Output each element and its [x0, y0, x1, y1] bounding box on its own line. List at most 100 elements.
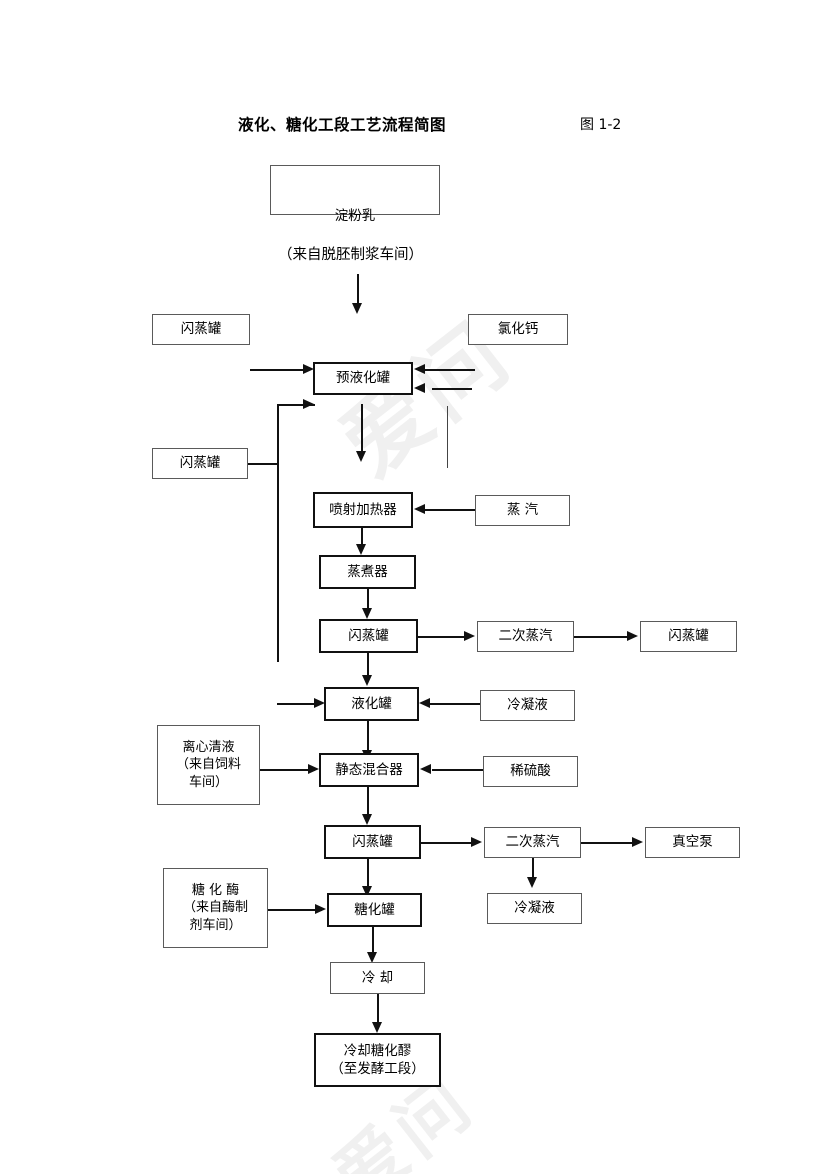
node-cooling[interactable]: 冷 却 [330, 962, 425, 994]
node-flash-tank-1-label: 闪蒸罐 [180, 321, 222, 338]
connector-arrowhead [527, 877, 537, 888]
connector-arrowhead [471, 837, 482, 847]
source-note: （来自脱胚制浆车间） [278, 247, 423, 263]
connector-arrowhead [356, 544, 366, 555]
connector-line [432, 388, 472, 390]
connector-line [574, 636, 629, 638]
node-flash-tank-4[interactable]: 闪蒸罐 [640, 621, 737, 652]
node-jet-heater-label: 喷射加热器 [329, 501, 397, 518]
node-dilute-sulfuric-acid-label: 稀硫酸 [510, 763, 551, 780]
node-cooled-mash[interactable]: 冷却糖化醪 （至发酵工段） [315, 1034, 440, 1086]
node-liquefaction-tank[interactable]: 液化罐 [325, 688, 418, 720]
connector-line [425, 509, 475, 511]
connector-line [425, 369, 475, 371]
node-jet-heater[interactable]: 喷射加热器 [314, 493, 412, 527]
connector-arrowhead [314, 698, 325, 708]
connector-line [277, 703, 317, 705]
connector-arrowhead [414, 364, 425, 374]
node-steam[interactable]: 蒸 汽 [475, 495, 570, 526]
node-secondary-steam-1[interactable]: 二次蒸汽 [477, 621, 574, 652]
connector-line [367, 720, 369, 752]
connector-line [532, 858, 534, 880]
connector-line [361, 527, 363, 547]
node-cooker[interactable]: 蒸煮器 [320, 556, 415, 588]
node-cooling-label: 冷 却 [361, 969, 394, 986]
node-flash-tank-4-label: 闪蒸罐 [668, 628, 709, 645]
connector-arrowhead [303, 399, 314, 409]
node-saccharifying-enzyme[interactable]: 糖 化 酶 （来自酶制 剂车间） [163, 868, 268, 948]
node-cooled-mash-label: 冷却糖化醪 （至发酵工段） [330, 1042, 425, 1077]
node-steam-label: 蒸 汽 [506, 502, 539, 519]
connector-arrowhead [303, 364, 314, 374]
connector-line [367, 588, 369, 610]
connector-line [248, 463, 278, 465]
node-saccharification-tank[interactable]: 糖化罐 [328, 894, 421, 926]
node-dilute-sulfuric-acid[interactable]: 稀硫酸 [483, 756, 578, 787]
connector-arrowhead [352, 303, 362, 314]
connector-line [447, 406, 449, 468]
node-vacuum-pump[interactable]: 真空泵 [645, 827, 740, 858]
node-cooker-label: 蒸煮器 [347, 563, 388, 580]
node-pre-liquefaction-tank-label: 预液化罐 [336, 370, 390, 387]
node-saccharifying-enzyme-label: 糖 化 酶 （来自酶制 剂车间） [182, 882, 248, 933]
node-starch-milk[interactable]: 淀粉乳 [270, 165, 440, 224]
connector-line [367, 786, 369, 816]
node-pre-liquefaction-tank[interactable]: 预液化罐 [314, 363, 412, 394]
figure-number: 图 1-2 [580, 117, 622, 133]
connector-line [357, 274, 359, 306]
connector-line [277, 404, 315, 406]
node-condensate-1[interactable]: 冷凝液 [480, 690, 575, 721]
connector-arrowhead [632, 837, 643, 847]
node-centrifugal-clear-liquid[interactable]: 离心清液 （来自饲料 车间） [157, 725, 260, 805]
connector-line [430, 703, 480, 705]
node-centrifugal-clear-liquid-label: 离心清液 （来自饲料 车间） [175, 739, 241, 790]
connector-arrowhead [362, 608, 372, 619]
node-calcium-chloride-label: 氯化钙 [497, 321, 539, 338]
connector-arrowhead [308, 764, 319, 774]
node-flash-tank-2[interactable]: 闪蒸罐 [152, 448, 248, 479]
connector-line [367, 652, 369, 677]
connector-arrowhead [419, 698, 430, 708]
node-calcium-chloride[interactable]: 氯化钙 [468, 314, 568, 345]
connector-arrowhead [627, 631, 638, 641]
node-flash-tank-3[interactable]: 闪蒸罐 [320, 620, 417, 652]
connector-line [372, 926, 374, 954]
connector-line [417, 636, 466, 638]
connector-arrowhead [362, 814, 372, 825]
connector-line [361, 404, 363, 454]
node-static-mixer-label: 静态混合器 [335, 761, 403, 778]
connector-line [377, 994, 379, 1024]
connector-arrowhead [356, 451, 366, 462]
connector-line [268, 909, 322, 911]
node-secondary-steam-2[interactable]: 二次蒸汽 [484, 827, 581, 858]
connector-arrowhead [464, 631, 475, 641]
node-vacuum-pump-label: 真空泵 [672, 834, 713, 851]
connector-arrowhead [420, 764, 431, 774]
page-title: 液化、糖化工段工艺流程简图 [238, 116, 447, 134]
node-secondary-steam-1-label: 二次蒸汽 [498, 628, 553, 645]
node-flash-tank-5-label: 闪蒸罐 [352, 833, 393, 850]
node-flash-tank-5[interactable]: 闪蒸罐 [325, 826, 420, 858]
node-condensate-1-label: 冷凝液 [507, 697, 548, 714]
node-condensate-2[interactable]: 冷凝液 [487, 893, 582, 924]
node-starch-milk-label: 淀粉乳 [334, 207, 376, 224]
connector-line [367, 858, 369, 888]
connector-line [260, 769, 315, 771]
node-flash-tank-2-label: 闪蒸罐 [179, 455, 221, 472]
connector-line [581, 842, 634, 844]
connector-line [277, 404, 279, 662]
connector-line [420, 842, 473, 844]
node-secondary-steam-2-label: 二次蒸汽 [505, 834, 560, 851]
node-liquefaction-tank-label: 液化罐 [351, 695, 392, 712]
node-flash-tank-3-label: 闪蒸罐 [348, 627, 389, 644]
connector-line [432, 769, 483, 771]
connector-arrowhead [372, 1022, 382, 1033]
connector-arrowhead [315, 904, 326, 914]
node-static-mixer[interactable]: 静态混合器 [320, 754, 418, 786]
node-saccharification-tank-label: 糖化罐 [354, 901, 395, 918]
connector-line [250, 369, 305, 371]
connector-arrowhead [362, 675, 372, 686]
node-flash-tank-1[interactable]: 闪蒸罐 [152, 314, 250, 345]
connector-arrowhead [362, 886, 372, 897]
